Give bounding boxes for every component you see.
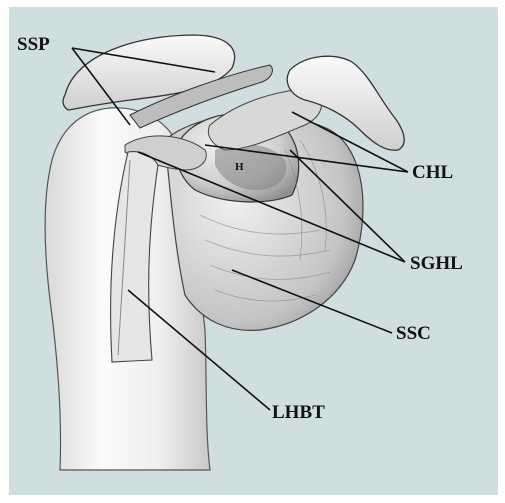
label-lhbt: LHBT bbox=[272, 403, 325, 422]
label-sghl: SGHL bbox=[410, 254, 463, 273]
label-chl: CHL bbox=[412, 163, 453, 182]
label-humeral-head: H bbox=[235, 162, 244, 173]
label-ssp: SSP bbox=[17, 35, 50, 54]
label-ssc: SSC bbox=[396, 324, 431, 343]
